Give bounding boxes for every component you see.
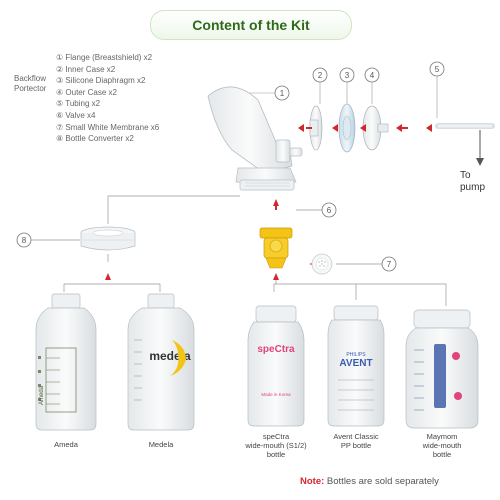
bottle-label-spectra: speCtra wide-mouth (S1/2) bottle: [245, 432, 307, 459]
bottle-converter: [80, 226, 136, 251]
legend-item: ⑤ Tubing x2: [56, 99, 101, 109]
callout-6: 6: [327, 206, 332, 215]
inner-case: [309, 105, 323, 151]
legend-item: ③ Silicone Diaphragm x2: [56, 76, 146, 86]
avent-bottle-brand: AVENT: [339, 358, 372, 369]
bottle-label-maymom: Maymom wide-mouth bottle: [422, 432, 462, 459]
parts-legend: ① Flange (Breastshield) x2 ② Inner Case …: [56, 52, 159, 145]
outer-case: [362, 105, 389, 151]
spectra-made-in: Made in Korea: [261, 392, 291, 397]
connector-lines: [63, 195, 447, 306]
callout-3: 3: [345, 71, 350, 80]
backflow-protector-label: Backflow Portector: [14, 74, 47, 93]
silicone-diaphragm: [338, 103, 356, 153]
ameda-bottle-brand: Ameda: [39, 385, 45, 405]
bottle-spectra: speCtra Made in Korea: [247, 305, 305, 427]
bottle-ameda: Ameda: [35, 293, 97, 431]
note-text: Note: Bottles are sold separately: [300, 476, 439, 487]
legend-item: ⑥ Valve x4: [56, 110, 96, 120]
valve: [259, 227, 293, 269]
avent-bottle-philips: PHILIPS: [346, 352, 366, 358]
callout-4: 4: [370, 71, 375, 80]
arrows-top: [298, 124, 432, 132]
small-white-membrane: [311, 253, 333, 275]
bottle-label-medela: Medela: [148, 440, 174, 449]
legend-item: ⑦ Small White Membrane x6: [56, 122, 160, 132]
legend-item: ① Flange (Breastshield) x2: [56, 53, 153, 62]
spectra-bottle-brand: speCtra: [257, 344, 295, 355]
legend-item: ② Inner Case x2: [56, 64, 116, 74]
callout-1: 1: [280, 89, 285, 98]
leader-lines: [319, 76, 438, 118]
note-prefix: Note:: [300, 476, 325, 487]
bottle-avent: PHILIPS AVENT: [327, 305, 385, 427]
bottle-medela: medela: [127, 293, 195, 431]
note-body: Bottles are sold separately: [324, 476, 439, 487]
flange: [207, 86, 303, 191]
callout-2: 2: [318, 71, 323, 80]
bottle-label-avent: Avent Classic PP bottle: [333, 432, 379, 450]
page-title: Content of the Kit: [150, 10, 352, 40]
callout-numbers: 1 2 3 4 5 6 7 8: [22, 65, 440, 269]
callout-8: 8: [22, 236, 27, 245]
legend-item: ④ Outer Case x2: [56, 87, 117, 97]
to-pump-label: To pump: [460, 170, 486, 193]
callout-circles: [16, 61, 445, 272]
callout-5: 5: [435, 65, 440, 74]
bottle-maymom: [405, 309, 479, 429]
callout-7: 7: [387, 260, 392, 269]
legend-item: ⑧ Bottle Converter x2: [56, 134, 134, 144]
bottle-label-ameda: Ameda: [54, 440, 78, 449]
